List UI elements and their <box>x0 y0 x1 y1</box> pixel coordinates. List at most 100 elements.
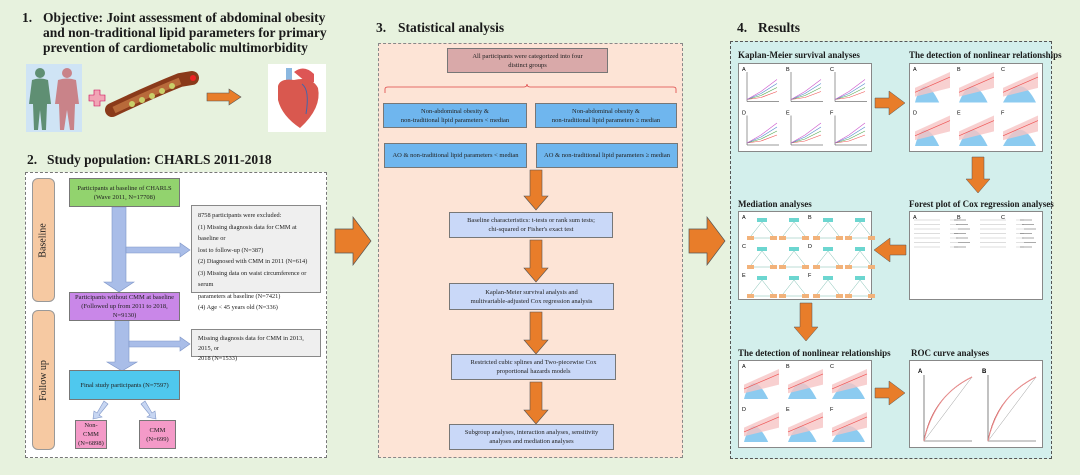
missing-line1: Missing diagnosis data for CMM in 2013, … <box>198 335 304 352</box>
phase-baseline-label: Baseline <box>32 178 55 302</box>
step-line: analyses and mediation analyses <box>489 438 574 445</box>
no-cmm-baseline-box: Participants without CMM at baseline (Fo… <box>69 292 180 321</box>
panel-letter: A <box>913 67 917 73</box>
km-curve <box>746 126 778 144</box>
exposure-node <box>747 236 754 240</box>
section3-title: Statistical analysis <box>398 20 505 35</box>
step-box: Subgroup analyses, interaction analyses,… <box>449 424 614 450</box>
section3-number: 3. <box>376 20 387 35</box>
spline-curve <box>787 373 824 390</box>
roc-curve <box>923 376 973 442</box>
outcome-node <box>836 294 843 298</box>
exclusion-line: 8758 participants were excluded: <box>198 212 282 219</box>
step-line: Kaplan-Meier survival analysis and <box>485 288 578 296</box>
km-curve <box>834 91 866 100</box>
exclusion-line: (3) Missing data on waist circumference … <box>198 269 307 289</box>
outcome-node <box>868 294 875 298</box>
step-box: Restricted cubic splines and Two-piecewi… <box>451 354 616 380</box>
panel-letter: E <box>786 111 790 117</box>
spline-curve <box>958 76 995 93</box>
exclusion-box: 8758 participants were excluded: (1) Mis… <box>191 205 321 311</box>
km-curve <box>834 134 866 144</box>
non-cmm-count: (N=6898) <box>78 440 104 447</box>
panel-letter: B <box>957 215 961 221</box>
mediator-node <box>855 276 865 280</box>
mediator-node <box>823 218 833 222</box>
flow-arrows <box>92 206 191 420</box>
panel-letter: F <box>830 407 834 413</box>
group-box: AO & non-traditional lipid parameters < … <box>384 143 527 168</box>
group-box: AO & non-traditional lipid parameters ≥ … <box>536 143 678 168</box>
non-cmm-label: Non-CMM <box>83 422 99 438</box>
spline-curve <box>831 416 868 433</box>
section1-number: 1. <box>22 10 33 25</box>
panel-letter: A <box>742 215 746 221</box>
panel-letter: C <box>1001 215 1005 221</box>
exposure-node <box>779 294 786 298</box>
exposure-node <box>845 236 852 240</box>
step-box: Baseline characteristics: t-tests or ran… <box>449 212 613 238</box>
panel-letter: B <box>808 215 812 221</box>
panel-title: Mediation analyses <box>738 199 812 209</box>
km-curve <box>746 83 778 100</box>
km-curve <box>834 87 866 100</box>
heart-image <box>268 64 326 132</box>
panel-letter: F <box>1001 111 1005 117</box>
panel-title: Forest plot of Cox regression analyses <box>909 199 1054 209</box>
non-cmm-box: Non-CMM (N=6898) <box>75 420 107 449</box>
spline-curve <box>1002 120 1039 137</box>
panel-letter: D <box>808 244 812 250</box>
outcome-node <box>802 265 809 269</box>
km-curve <box>834 126 866 144</box>
panel-letter: C <box>830 364 834 370</box>
mediator-node <box>823 276 833 280</box>
outcome-node <box>868 236 875 240</box>
outcome-node <box>770 265 777 269</box>
outcome-node <box>802 236 809 240</box>
km-curve <box>834 130 866 144</box>
km-curve <box>746 122 778 144</box>
step-line: Subgroup analyses, interaction analyses,… <box>464 429 599 436</box>
mediator-node <box>757 247 767 251</box>
mediator-node <box>757 276 767 280</box>
spline-curve <box>1002 76 1039 93</box>
section2-title: Study population: CHARLS 2011-2018 <box>47 152 272 167</box>
mediator-node <box>823 247 833 251</box>
outcome-node <box>770 236 777 240</box>
exclusion-line: (1) Missing diagnosis data for CMM at ba… <box>198 223 297 243</box>
panel-letter: E <box>957 111 961 117</box>
km-curve <box>790 87 822 100</box>
km-curve <box>790 126 822 144</box>
panel-title: The detection of nonlinear relationships <box>909 50 1062 60</box>
group-line: Non-abdominal obesity & <box>572 107 640 115</box>
panel-title: The detection of nonlinear relationships <box>738 348 891 358</box>
panel-title: Kaplan-Meier survival analyses <box>738 50 860 60</box>
panel-letter: D <box>913 111 917 117</box>
exclusion-line: parameters at baseline (N=7421) <box>198 292 281 300</box>
no-cmm-box-line2: (Followed up from 2011 to 2018, N=9130) <box>81 303 168 319</box>
missing-followup-box: Missing diagnosis data for CMM in 2013, … <box>191 329 321 362</box>
group-line: Non-abdominal obesity & <box>421 107 489 115</box>
step-line: Restricted cubic splines and Two-piecewi… <box>470 359 597 366</box>
spline-curve <box>743 373 780 390</box>
mediator-node <box>789 218 799 222</box>
step-line: multivariable-adjusted Cox regression an… <box>470 297 593 305</box>
arrow-right-icon <box>206 88 242 106</box>
panel-letter: F <box>830 111 834 117</box>
outcome-node <box>836 236 843 240</box>
step-line: Baseline characteristics: t-tests or ran… <box>467 217 595 224</box>
km-curve <box>790 134 822 144</box>
panel-letter: E <box>742 273 746 279</box>
panel-letter: C <box>1001 67 1005 73</box>
cmm-count: (N=699) <box>146 435 169 443</box>
groups-box: All participants were categorized into f… <box>447 48 608 73</box>
exclusion-line: lost to follow-up (N=387) <box>198 246 264 254</box>
group-brace <box>384 83 677 93</box>
exposure-node <box>747 294 754 298</box>
panel-letter: B <box>786 67 790 73</box>
